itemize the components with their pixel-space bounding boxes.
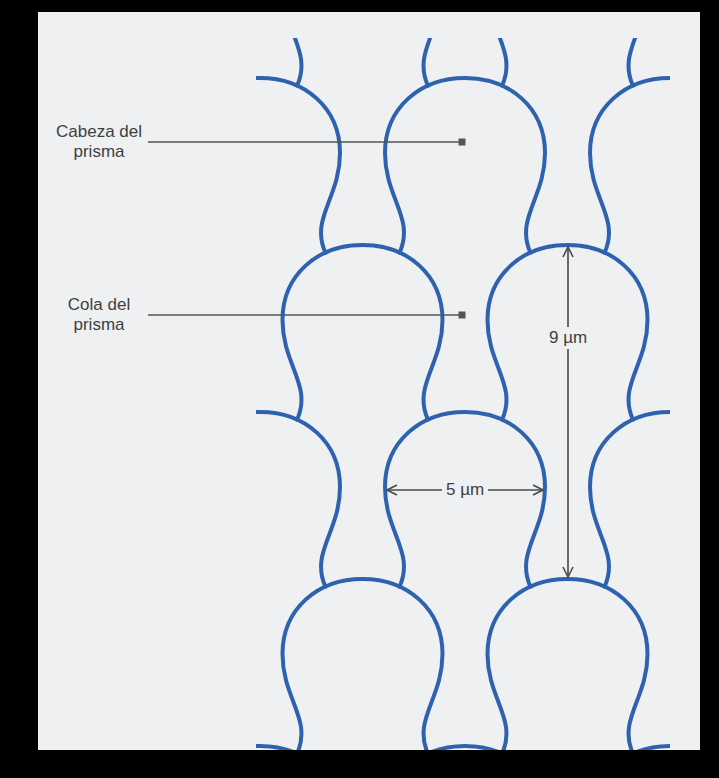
length-arrow [567, 247, 569, 577]
callout-label: Cabeza del prisma [56, 122, 142, 162]
prism-outline [590, 412, 670, 587]
dimension-label: 5 µm [442, 479, 488, 501]
leader-tip [459, 312, 466, 319]
prism-outline [256, 746, 340, 750]
dimension-label: 9 µm [545, 327, 591, 349]
prism-outline [385, 412, 545, 587]
prism-outline [385, 746, 545, 750]
prism-outline [256, 412, 340, 587]
prism-outline [283, 38, 443, 86]
paper-ground [38, 12, 700, 750]
leader-line [148, 141, 462, 143]
dimension-arrows [387, 247, 568, 577]
enamel-prisms [256, 38, 670, 750]
callout-label: Cola del prisma [56, 295, 142, 335]
leader-line [148, 314, 462, 316]
prism-outline [256, 78, 340, 253]
prism-outline [590, 746, 670, 750]
prism-outline [488, 38, 648, 86]
prism-outline [488, 579, 648, 750]
prism-outline [590, 78, 670, 253]
prism-outline [283, 579, 443, 750]
prism-outline [283, 245, 443, 420]
leader-lines [148, 139, 466, 319]
leader-tip [459, 139, 466, 146]
prism-outline [385, 78, 545, 253]
